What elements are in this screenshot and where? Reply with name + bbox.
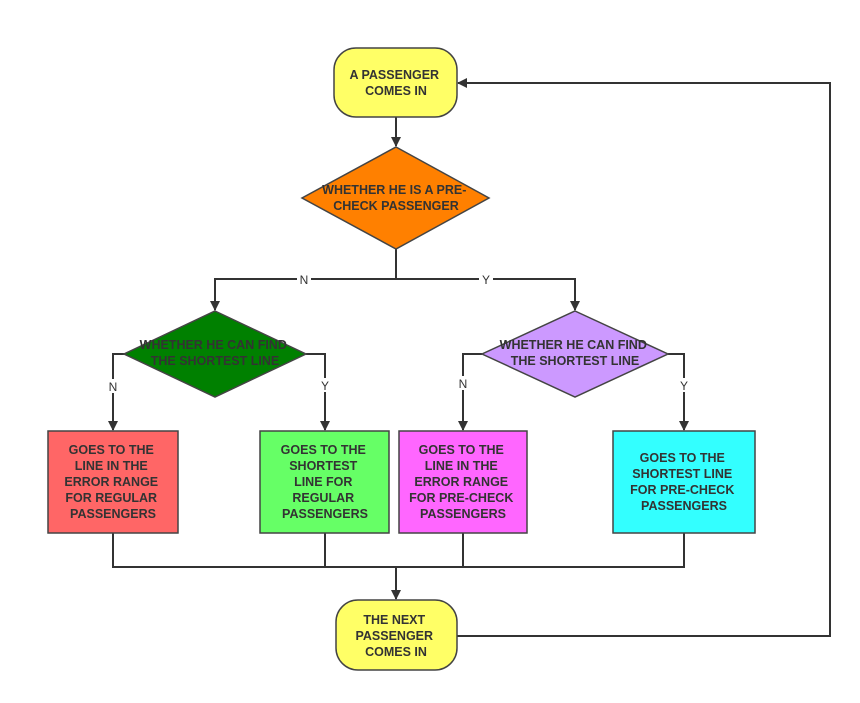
box-regular-shortest: GOES TO THE SHORTEST LINE FOR REGULAR PA… <box>259 430 390 534</box>
edge-labels: N Y N Y N Y <box>106 272 691 394</box>
edge-regular-no <box>108 353 125 431</box>
edge-precheck-line-yes <box>668 353 689 431</box>
decision-regular-line-shape <box>122 310 308 398</box>
start-terminal: A PASSENGER COMES IN <box>333 47 458 118</box>
edge-regular-yes <box>306 353 330 431</box>
decision-regular-line-label: WHETHER HE CAN FIND THE SHORTEST LINE <box>140 338 291 368</box>
edge-merge-bottom <box>112 533 685 568</box>
box-regular-error-label: GOES TO THE LINE IN THE ERROR RANGE FOR … <box>64 443 161 521</box>
box-precheck-shortest-label: GOES TO THE SHORTEST LINE FOR PRE-CHECK … <box>630 451 738 513</box>
start-shape <box>333 47 458 118</box>
decision-precheck-line-label: WHETHER HE CAN FIND THE SHORTEST LINE <box>500 338 651 368</box>
label-regular-no: N <box>109 380 118 394</box>
edge-loop-back <box>457 78 831 637</box>
box-regular-error: GOES TO THE LINE IN THE ERROR RANGE FOR … <box>47 430 179 534</box>
decision-precheck-line-shape <box>480 310 670 398</box>
box-precheck-error: GOES TO THE LINE IN THE ERROR RANGE FOR … <box>398 430 528 534</box>
box-precheck-shortest: GOES TO THE SHORTEST LINE FOR PRE-CHECK … <box>612 430 756 534</box>
label-regular-yes: Y <box>321 379 329 393</box>
label-precheck-line-yes: Y <box>680 379 688 393</box>
label-precheck-line-no: N <box>459 377 468 391</box>
end-terminal: THE NEXT PASSENGER COMES IN <box>335 599 458 671</box>
label-precheck-yes: Y <box>482 273 490 287</box>
decision-regular-line: WHETHER HE CAN FIND THE SHORTEST LINE <box>122 310 308 398</box>
box-regular-shortest-label: GOES TO THE SHORTEST LINE FOR REGULAR PA… <box>281 443 370 521</box>
edge-precheck-yes <box>396 278 580 311</box>
start-label: A PASSENGER COMES IN <box>349 68 442 98</box>
box-regular-error-shape <box>47 430 179 534</box>
decision-precheck: WHETHER HE IS A PRE- CHECK PASSENGER <box>300 146 491 250</box>
end-label: THE NEXT PASSENGER COMES IN <box>355 613 436 659</box>
edge-precheck-line-no <box>458 353 482 431</box>
connectors <box>108 78 831 637</box>
box-precheck-shortest-shape <box>612 430 756 534</box>
box-precheck-error-shape <box>398 430 528 534</box>
end-shape <box>335 599 458 671</box>
decision-precheck-label: WHETHER HE IS A PRE- CHECK PASSENGER <box>322 183 470 213</box>
label-precheck-no: N <box>300 273 309 287</box>
box-regular-shortest-shape <box>259 430 390 534</box>
decision-precheck-line: WHETHER HE CAN FIND THE SHORTEST LINE <box>480 310 670 398</box>
box-precheck-error-label: GOES TO THE LINE IN THE ERROR RANGE FOR … <box>409 443 517 521</box>
decision-precheck-shape <box>300 146 491 250</box>
